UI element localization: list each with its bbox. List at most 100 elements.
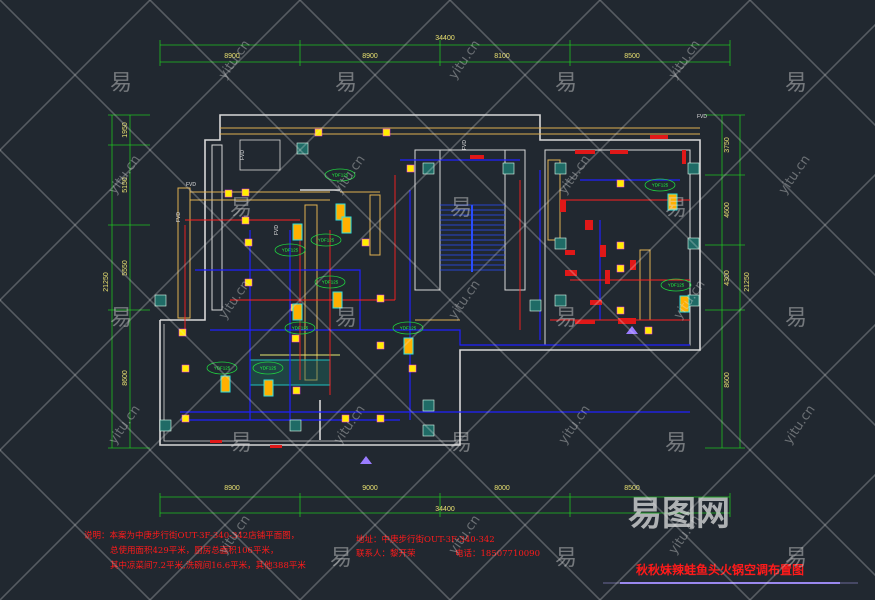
watermark-glyph: 易 (450, 196, 472, 221)
air-diffuser (244, 238, 253, 247)
watermark-site: yitu.cn (331, 403, 369, 448)
contact-phone: 电话：18507710090 (455, 548, 540, 559)
watermark-line (0, 0, 451, 452)
indoor-unit (332, 291, 343, 309)
design-notes: 说明：本案为中庚步行街OUT-3F-340-342店铺平面图， 总使用面积429… (84, 530, 540, 571)
column (422, 424, 435, 437)
dim-top-total: 34400 (435, 35, 455, 42)
air-diffuser (292, 386, 301, 395)
watermark-line (599, 323, 875, 600)
equipment-tag-label: YDF125 (652, 183, 669, 188)
watermark-site: yitu.cn (446, 38, 484, 83)
watermark-line (749, 473, 875, 600)
watermark-site: yitu.cn (666, 38, 704, 83)
kitchen-equipment-item (270, 445, 282, 448)
note-line-1: 说明：本案为中庚步行街OUT-3F-340-342店铺平面图， (84, 530, 299, 541)
kitchen-equipment-item (618, 318, 636, 324)
indoor-units (220, 193, 690, 397)
dim-left-total: 21250 (103, 272, 110, 292)
equipment-tag (324, 168, 356, 182)
column (554, 294, 567, 307)
watermark-site: yitu.cn (556, 153, 594, 198)
equipment-tag (314, 275, 346, 289)
air-diffuser (224, 189, 233, 198)
air-diffuser (241, 188, 250, 197)
kitchen-equipment-item (575, 320, 595, 324)
kitchen-equipment-item (575, 150, 595, 154)
kitchen-equipment-item (682, 150, 686, 164)
air-diffuser (181, 364, 190, 373)
watermark-line (0, 448, 151, 600)
watermark-line (749, 0, 875, 127)
column (154, 294, 167, 307)
watermark-glyph: 易 (555, 546, 577, 571)
watermark-site: yitu.cn (556, 403, 594, 448)
contact-person: 联系人：黎开荣 (356, 548, 416, 559)
watermark-site: yitu.cn (776, 153, 814, 198)
column (422, 162, 435, 175)
contact-address: 地址：中庚步行街OUT-3F-340-342 (356, 534, 495, 545)
air-diffuser (244, 278, 253, 287)
dim-left-3: 5550 (122, 260, 129, 276)
equipment-tag-label: YDF125 (292, 326, 309, 331)
air-diffuser (408, 364, 417, 373)
staircase (440, 204, 505, 272)
note-line-2: 总使用面积429平米，厨房总面积106平米， (110, 545, 278, 556)
equipment-tag (644, 178, 676, 192)
column (554, 237, 567, 250)
air-diffuser (178, 328, 187, 337)
dim-right-4: 8600 (724, 372, 731, 388)
air-diffuser (382, 128, 391, 137)
kitchen-equipment-item (610, 150, 628, 154)
air-diffuser (376, 294, 385, 303)
column (289, 419, 302, 432)
watermark-line (0, 298, 301, 600)
dim-left-2: 5150 (122, 177, 129, 193)
watermark-glyph: 易 (230, 431, 252, 456)
kitchen-equipment-item (605, 270, 610, 284)
watermark-glyph: 易 (335, 306, 357, 331)
air-diffuser (406, 164, 415, 173)
dim-right-1: 3750 (724, 137, 731, 153)
watermark-glyph: 易 (335, 71, 357, 96)
watermark-line (0, 148, 451, 600)
kitchen-equipment (210, 135, 686, 448)
equipment-tag-label: YDF125 (282, 248, 299, 253)
equipment-tag (392, 321, 424, 335)
equipment-tag-label: YDF125 (214, 366, 231, 371)
dim-bottom-total: 34400 (435, 506, 455, 513)
entrance-arrow-icon (360, 456, 372, 464)
equipment-tag (660, 278, 692, 292)
kitchen-equipment-item (560, 200, 566, 212)
column (529, 299, 542, 312)
equipment-tag (284, 321, 316, 335)
kitchen-equipment-item (585, 220, 593, 230)
valve-label: FVD (697, 114, 707, 120)
air-diffuser (341, 414, 350, 423)
dim-bottom-3: 8000 (494, 485, 510, 492)
air-diffuser (376, 341, 385, 350)
equipment-tag-label: YDF125 (400, 326, 417, 331)
valve-label: FVD (240, 150, 246, 160)
air-diffuser (361, 238, 370, 247)
watermark-line (0, 0, 151, 152)
indoor-unit (335, 203, 346, 221)
dim-bottom-4: 8500 (624, 485, 640, 492)
valve-label: FVD (274, 225, 280, 235)
watermark-line (0, 0, 301, 302)
dim-top-1: 8900 (224, 53, 240, 60)
dim-right-2: 4600 (724, 202, 731, 218)
kitchen-equipment-item (600, 245, 606, 257)
air-diffuser (616, 179, 625, 188)
air-diffuser (644, 326, 653, 335)
equipment-tag (274, 243, 306, 257)
equipment-tag (310, 233, 342, 247)
kitchen-equipment-item (630, 260, 636, 270)
indoor-unit (292, 303, 303, 321)
valve-label: FVD (176, 212, 182, 222)
valve-labels: FVD FVD FVD FVD FVD FVD (176, 114, 707, 235)
watermark-logo: 易图网 (628, 494, 730, 534)
equipment-tag-label: YDF125 (260, 366, 277, 371)
